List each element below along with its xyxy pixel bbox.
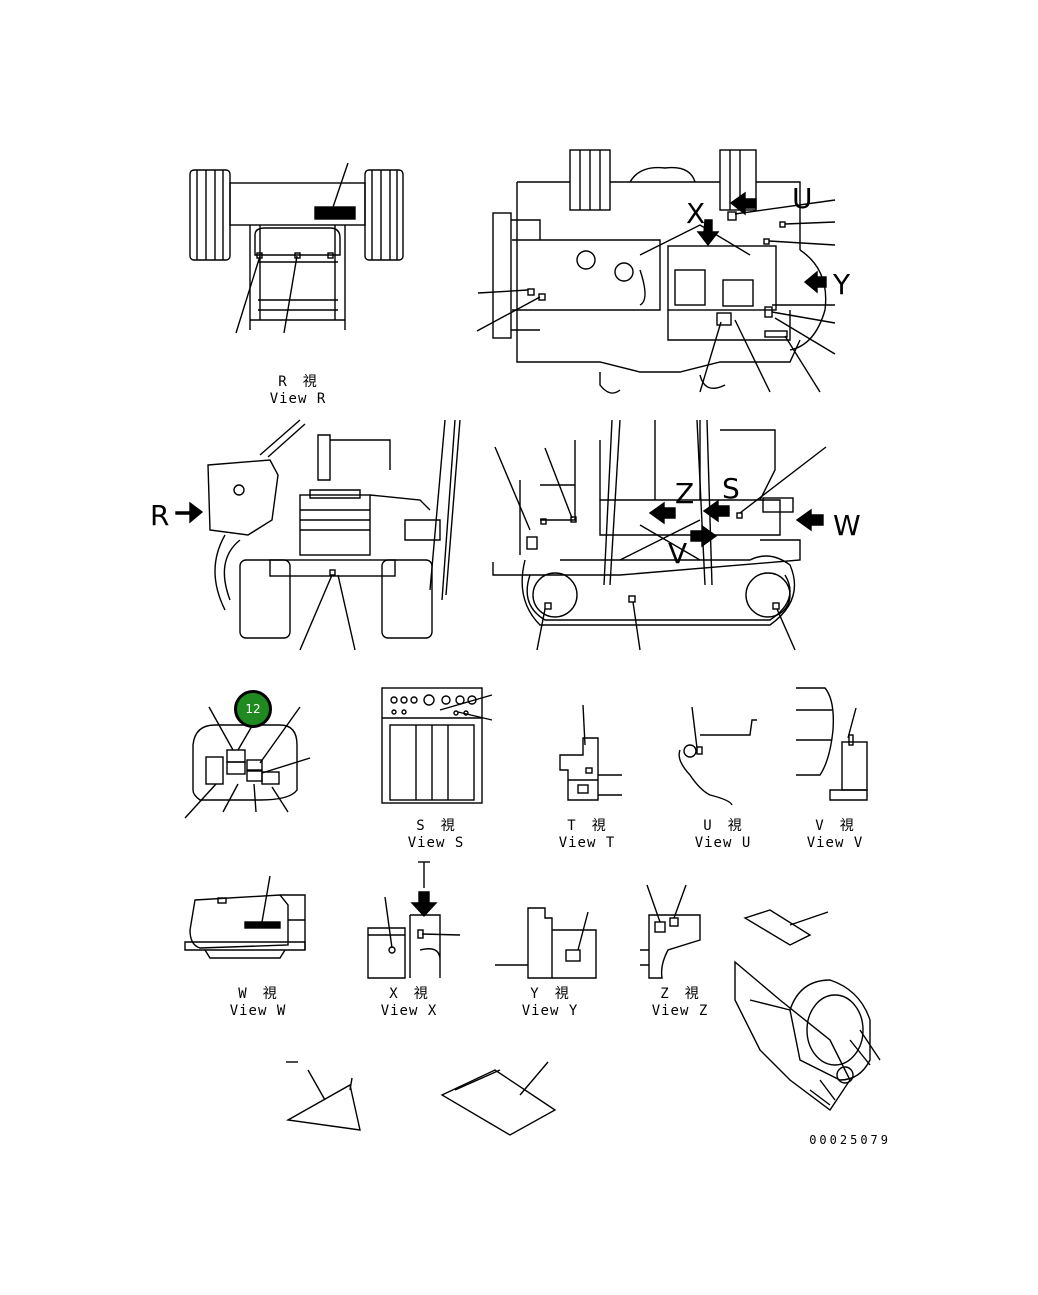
view-w-label-en: View W	[229, 1003, 287, 1019]
view-z-label-en: View Z	[651, 1003, 709, 1019]
view-y-label-en: View Y	[521, 1003, 579, 1019]
view-u-label-en: View U	[694, 835, 752, 851]
view-r-label-en: View R	[269, 391, 327, 407]
view-w-label: W 視 View W	[218, 986, 298, 1020]
arrow-letter-s: S	[722, 472, 740, 505]
view-x-label-jp: X 視	[389, 986, 429, 1002]
view-u-drawing	[678, 706, 757, 806]
view-w-label-jp: W 視	[238, 986, 278, 1002]
view-z-label: Z 視 View Z	[640, 986, 720, 1020]
arrow-letter-z: Z	[675, 477, 694, 510]
panel-detail-drawing	[184, 706, 311, 819]
view-t-label: T 視 View T	[547, 818, 627, 852]
view-w-drawing	[184, 875, 306, 959]
arrow-letter-r: R	[150, 499, 169, 532]
view-u-label: U 視 View U	[683, 818, 763, 852]
view-x-label-en: View X	[380, 1003, 438, 1019]
rear-view-drawing	[175, 419, 461, 651]
callout-number-badge[interactable]: 12	[234, 690, 272, 728]
view-s-label-en: View S	[407, 835, 465, 851]
view-y-label-jp: Y 視	[530, 986, 570, 1002]
view-t-label-jp: T 視	[567, 818, 607, 834]
view-r-drawing	[189, 162, 404, 334]
view-r-label-jp: R 視	[278, 374, 318, 390]
arrow-letter-w: W	[833, 509, 861, 542]
arrow-letter-u: U	[792, 182, 813, 215]
view-v-label-jp: V 視	[815, 818, 855, 834]
perspective-part-drawing	[734, 909, 881, 1112]
top-view-drawing	[476, 149, 836, 394]
arrow-letter-y: Y	[832, 268, 851, 301]
view-s-label: S 視 View S	[396, 818, 476, 852]
view-z-label-jp: Z 視	[660, 986, 700, 1002]
view-z-drawing	[640, 884, 701, 979]
view-y-label: Y 視 View Y	[510, 986, 590, 1020]
view-t-drawing	[559, 704, 622, 801]
arrow-letter-v: V	[668, 537, 687, 570]
drawing-number: 00025079	[809, 1133, 891, 1147]
small-parts-drawing	[285, 1061, 557, 1136]
view-v-label: V 視 View V	[795, 818, 875, 852]
view-r-label: R 視 View R	[258, 374, 338, 408]
side-view-drawing	[492, 419, 827, 651]
view-x-label: X 視 View X	[369, 986, 449, 1020]
view-u-label-jp: U 視	[703, 818, 743, 834]
view-s-label-jp: S 視	[416, 818, 456, 834]
view-y-drawing	[495, 907, 597, 979]
view-x-drawing	[367, 861, 461, 979]
view-v-drawing	[796, 687, 868, 801]
arrow-letter-x: X	[686, 197, 705, 230]
view-t-label-en: View T	[558, 835, 616, 851]
view-v-label-en: View V	[806, 835, 864, 851]
view-s-drawing	[381, 687, 493, 804]
